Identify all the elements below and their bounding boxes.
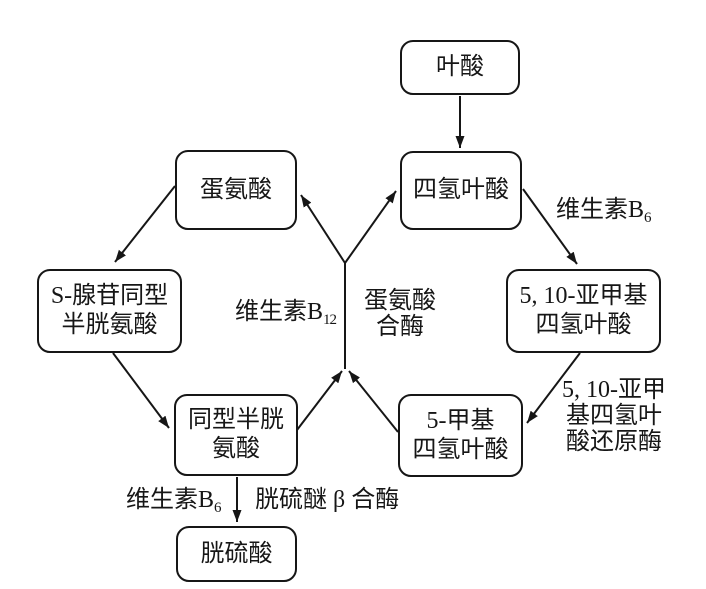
label-cbs-enzyme-line: 胱硫醚 β 合酶 (255, 487, 399, 513)
label-vitamin-b6-upper-line: 维生素B6 (556, 197, 651, 226)
label-vitamin-b12: 维生素B12 (235, 299, 337, 328)
node-homocysteine: 同型半胱氨酸 (174, 394, 298, 476)
node-homocysteine-text: 同型半胱 (188, 407, 284, 434)
node-methyl-thf-text: 四氢叶酸 (412, 436, 509, 463)
node-folic-acid-text: 叶酸 (436, 54, 484, 81)
arrow-junction-to-thf (344, 190, 397, 264)
node-sah-text: 半胱氨酸 (61, 312, 158, 338)
arrow-methionine-to-sah (114, 185, 176, 263)
node-homocysteine-text: 氨酸 (212, 436, 260, 462)
node-methyl-thf-text: 5-甲基 (426, 407, 495, 434)
label-vitamin-b6-lower: 维生素B6 (126, 487, 221, 516)
node-methylene-thf: 5, 10-亚甲基四氢叶酸 (506, 269, 661, 353)
label-mthfr-enzyme-text: 5, 10-亚甲 (562, 377, 666, 403)
label-vitamin-b6-lower-text: 维生素B (126, 487, 215, 513)
node-folic-acid: 叶酸 (400, 40, 520, 95)
node-methylene-thf-text: 四氢叶酸 (535, 312, 632, 338)
label-methionine-synthase-line: 合酶 (356, 314, 444, 340)
label-vitamin-b12-text: 维生素B (235, 299, 324, 325)
label-vitamin-b6-upper-text: 维生素B (556, 197, 645, 223)
label-methionine-synthase-text: 蛋氨酸 (364, 288, 436, 314)
arrow-homocysteine-to-junction (296, 370, 343, 431)
label-vitamin-b6-lower-line: 维生素B6 (126, 487, 221, 516)
label-mthfr-enzyme-line: 基四氢叶 (556, 403, 672, 429)
arrow-junction-to-methionine (300, 194, 346, 264)
node-methylene-thf-text: 5, 10-亚甲基 (519, 283, 648, 310)
label-mthfr-enzyme-text: 酸还原酶 (566, 429, 662, 455)
label-cbs-enzyme-text: 胱硫醚 β 合酶 (255, 487, 400, 513)
node-thf: 四氢叶酸 (400, 151, 522, 230)
label-vitamin-b12-line: 维生素B12 (235, 299, 337, 328)
node-thf-text: 四氢叶酸 (413, 177, 509, 204)
label-methionine-synthase: 蛋氨酸合酶 (356, 288, 444, 340)
label-cbs-enzyme: 胱硫醚 β 合酶 (255, 487, 399, 513)
label-mthfr-enzyme-text: 基四氢叶 (566, 403, 662, 429)
arrow-sah-to-homocysteine (112, 352, 170, 429)
label-methionine-synthase-line: 蛋氨酸 (356, 288, 444, 314)
node-cystathionine: 胱硫酸 (176, 526, 297, 582)
label-vitamin-b12-subscript: 12 (323, 312, 337, 328)
label-mthfr-enzyme: 5, 10-亚甲基四氢叶酸还原酶 (556, 377, 672, 455)
node-sah: S-腺苷同型半胱氨酸 (37, 269, 182, 353)
node-methionine-text: 蛋氨酸 (200, 176, 272, 203)
label-methionine-synthase-text: 合酶 (376, 314, 424, 340)
label-mthfr-enzyme-line: 5, 10-亚甲 (556, 377, 672, 403)
label-vitamin-b6-upper-subscript: 6 (644, 210, 651, 226)
label-vitamin-b6-upper: 维生素B6 (556, 197, 651, 226)
label-mthfr-enzyme-line: 酸还原酶 (556, 429, 672, 455)
node-methyl-thf: 5-甲基四氢叶酸 (398, 394, 523, 477)
node-cystathionine-text: 胱硫酸 (200, 540, 273, 567)
node-methionine: 蛋氨酸 (175, 150, 297, 230)
node-sah-text: S-腺苷同型 (50, 283, 169, 310)
label-vitamin-b6-lower-subscript: 6 (214, 500, 221, 516)
arrow-methyl-thf-to-junction (348, 370, 399, 433)
